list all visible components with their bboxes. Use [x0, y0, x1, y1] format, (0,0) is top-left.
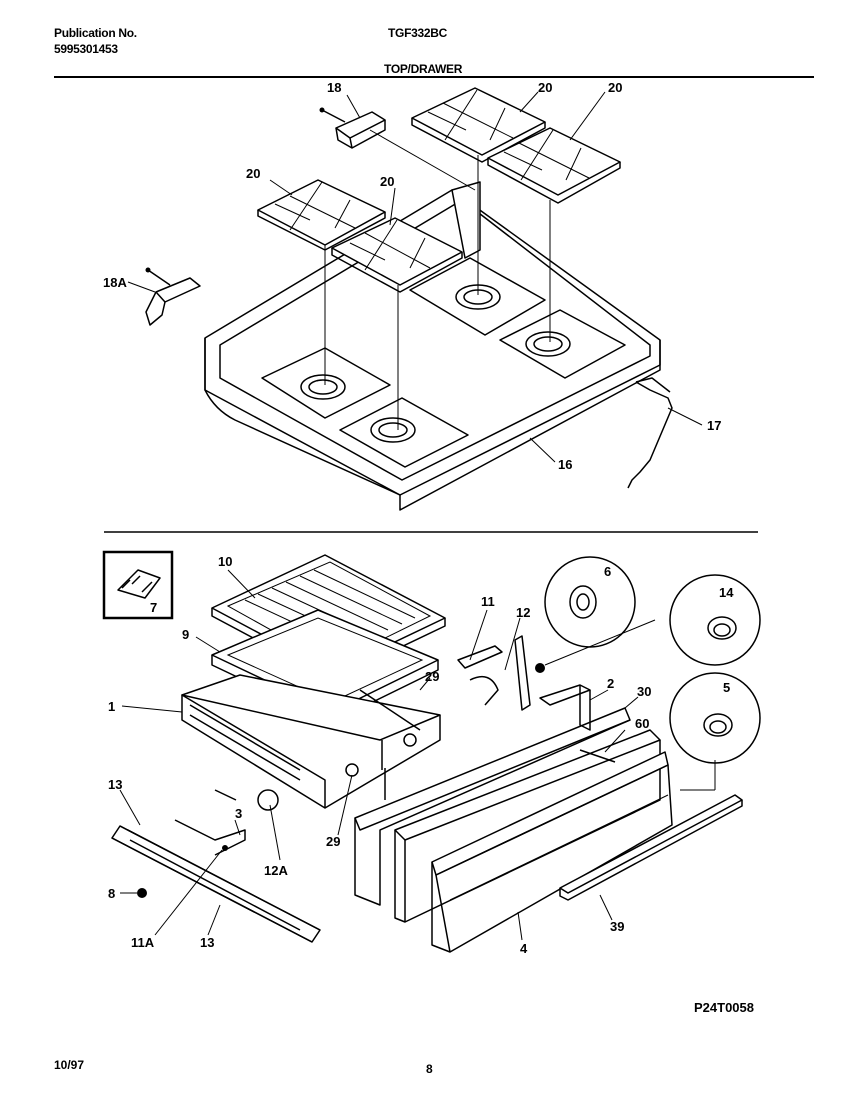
header-rule	[54, 76, 814, 78]
callout-29: 29	[326, 834, 340, 849]
knob-detail-5	[669, 672, 761, 764]
callout-18a: 18A	[103, 275, 127, 290]
callout-7: 7	[150, 600, 157, 615]
leader-lines-bottom	[119, 569, 716, 941]
callout-30: 30	[637, 684, 651, 699]
drawer-body-1	[181, 674, 441, 809]
callout-60: 60	[635, 716, 649, 731]
callout-14: 14	[719, 585, 734, 600]
burner-grate-20	[487, 127, 621, 204]
bracket-18a	[145, 267, 201, 326]
fasteners	[137, 663, 616, 898]
callout-1: 1	[108, 699, 115, 714]
callout-11: 11	[481, 594, 495, 609]
support-rod-17	[627, 377, 673, 489]
knob-detail-6	[544, 556, 636, 648]
callout-11a: 11A	[131, 935, 155, 950]
drawer-panel-4	[431, 751, 673, 953]
callout-16: 16	[558, 457, 572, 472]
callout-17: 17	[707, 418, 721, 433]
leader-lines-top	[127, 91, 703, 463]
callout-13: 13	[108, 777, 122, 792]
cooktop-maintop-16	[204, 181, 661, 511]
inset-box-7	[102, 550, 174, 620]
section-title: TOP/DRAWER	[384, 62, 463, 76]
glide-11-12	[457, 635, 531, 711]
callout-3: 3	[235, 806, 242, 821]
callout-20: 20	[246, 166, 260, 181]
callout-20: 20	[538, 80, 552, 95]
bracket-18	[319, 107, 386, 149]
trim-strip-39	[559, 794, 743, 901]
callout-5: 5	[723, 680, 730, 695]
page-number: 8	[426, 1062, 433, 1076]
callout-20: 20	[608, 80, 622, 95]
burner-grate-20	[411, 87, 546, 163]
callout-9: 9	[182, 627, 189, 642]
callout-39: 39	[610, 919, 624, 934]
assembly-lines-top	[324, 129, 551, 430]
callout-10: 10	[218, 554, 232, 569]
footer-date: 10/97	[54, 1058, 85, 1072]
callout-20: 20	[380, 174, 394, 189]
callout-6: 6	[604, 564, 611, 579]
model-number: TGF332BC	[388, 26, 447, 40]
callout-12: 12	[516, 605, 530, 620]
callout-4: 4	[520, 941, 528, 956]
drawer-rail-13	[111, 819, 321, 943]
publication-label: Publication No.	[54, 26, 137, 40]
publication-number: 5995301453	[54, 42, 118, 56]
callout-12a: 12A	[264, 863, 288, 878]
callout-2: 2	[607, 676, 614, 691]
callout-13: 13	[200, 935, 214, 950]
figure-code: P24T0058	[694, 1000, 754, 1015]
bracket-2	[539, 684, 591, 731]
callout-8: 8	[108, 886, 115, 901]
burner-grate-20	[331, 217, 463, 293]
callout-29: 29	[425, 669, 439, 684]
callout-18: 18	[327, 80, 341, 95]
drawer-front-frame-30	[354, 707, 631, 906]
knob-detail-14	[669, 574, 761, 666]
